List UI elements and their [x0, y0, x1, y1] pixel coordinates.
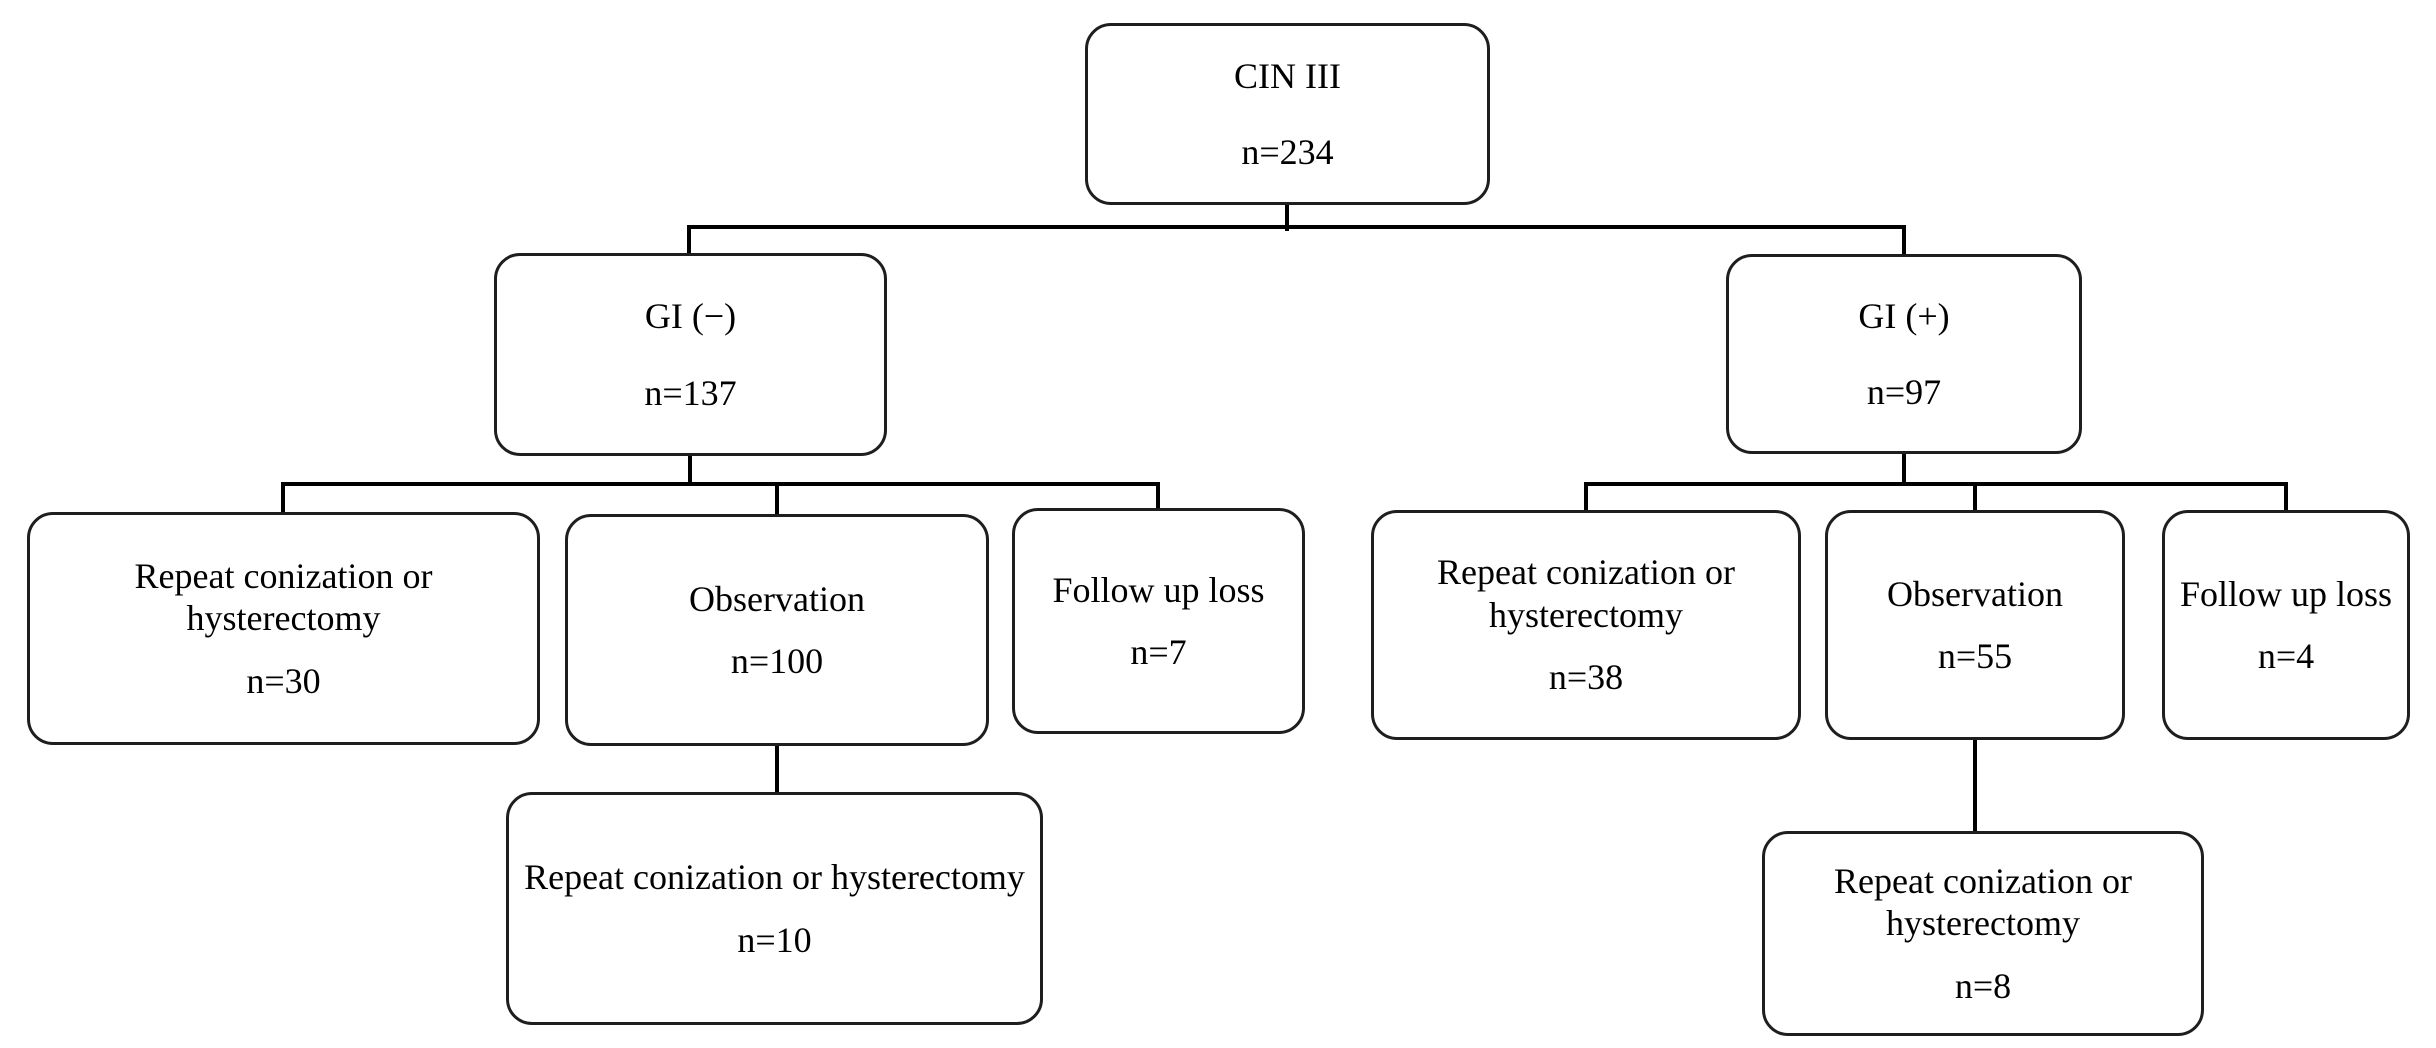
node-pos-followup-loss-count: n=4 — [2257, 636, 2315, 676]
node-gi-positive-count: n=97 — [1866, 372, 1942, 412]
node-pos-observation-repeat-label: Repeat conization or hysterectomy — [1834, 860, 2132, 944]
connector-neg-observation-down — [775, 746, 779, 794]
node-gi-negative-label: GI (−) — [644, 296, 737, 337]
node-neg-observation-repeat-count: n=10 — [737, 919, 812, 960]
node-gi-positive-label: GI (+) — [1858, 295, 1950, 336]
connector-to-pos-repeat — [1584, 482, 1588, 512]
node-cin-iii-label: CIN III — [1234, 55, 1341, 96]
connector-gi-positive-down — [1902, 454, 1906, 486]
connector-to-neg-repeat — [281, 482, 285, 514]
node-neg-observation-repeat-label: Repeat conization or hysterectomy — [524, 857, 1025, 898]
connector-root-down — [1285, 205, 1289, 231]
node-pos-observation: Observation n=55 — [1825, 510, 2125, 740]
node-gi-positive: GI (+) n=97 — [1726, 254, 2082, 454]
node-neg-observation-count: n=100 — [730, 641, 824, 681]
node-neg-repeat-conization-count: n=30 — [246, 660, 321, 701]
node-neg-followup-loss-count: n=7 — [1130, 632, 1187, 672]
node-neg-observation-label: Observation — [689, 578, 865, 619]
node-pos-repeat-conization-count: n=38 — [1548, 657, 1624, 698]
connector-pos-observation-down — [1973, 740, 1977, 833]
node-gi-negative: GI (−) n=137 — [494, 253, 887, 456]
connector-to-neg-observation — [775, 482, 779, 516]
node-pos-observation-repeat-count: n=8 — [1954, 965, 2012, 1006]
node-neg-observation: Observation n=100 — [565, 514, 989, 746]
node-neg-observation-repeat-conization: Repeat conization or hysterectomy n=10 — [506, 792, 1043, 1025]
connector-to-neg-followup-loss — [1156, 482, 1160, 510]
node-neg-repeat-conization: Repeat conization or hysterectomy n=30 — [27, 512, 540, 745]
node-pos-observation-label: Observation — [1887, 573, 2063, 614]
node-pos-observation-repeat-conization: Repeat conization or hysterectomy n=8 — [1762, 831, 2204, 1036]
node-pos-observation-count: n=55 — [1937, 636, 2013, 676]
connector-root-branch-horizontal — [687, 225, 1906, 229]
node-pos-followup-loss: Follow up loss n=4 — [2162, 510, 2410, 740]
node-gi-negative-count: n=137 — [644, 372, 737, 413]
connector-gi-negative-down — [688, 456, 692, 486]
connector-to-gi-negative — [687, 225, 691, 255]
node-neg-followup-loss: Follow up loss n=7 — [1012, 508, 1305, 734]
connector-to-pos-followup-loss — [2284, 482, 2288, 512]
node-neg-repeat-conization-label: Repeat conization or hysterectomy — [134, 555, 433, 639]
node-pos-followup-loss-label: Follow up loss — [2179, 573, 2393, 614]
node-cin-iii-count: n=234 — [1241, 132, 1334, 172]
connector-gi-positive-branch-horizontal — [1584, 482, 2288, 486]
connector-to-gi-positive — [1902, 225, 1906, 256]
connector-gi-negative-branch-horizontal — [281, 482, 1160, 486]
node-neg-followup-loss-label: Follow up loss — [1052, 569, 1265, 610]
node-pos-repeat-conization: Repeat conization or hysterectomy n=38 — [1371, 510, 1801, 740]
connector-to-pos-observation — [1973, 482, 1977, 512]
node-pos-repeat-conization-label: Repeat conization or hysterectomy — [1437, 552, 1735, 635]
node-cin-iii: CIN III n=234 — [1085, 23, 1490, 205]
